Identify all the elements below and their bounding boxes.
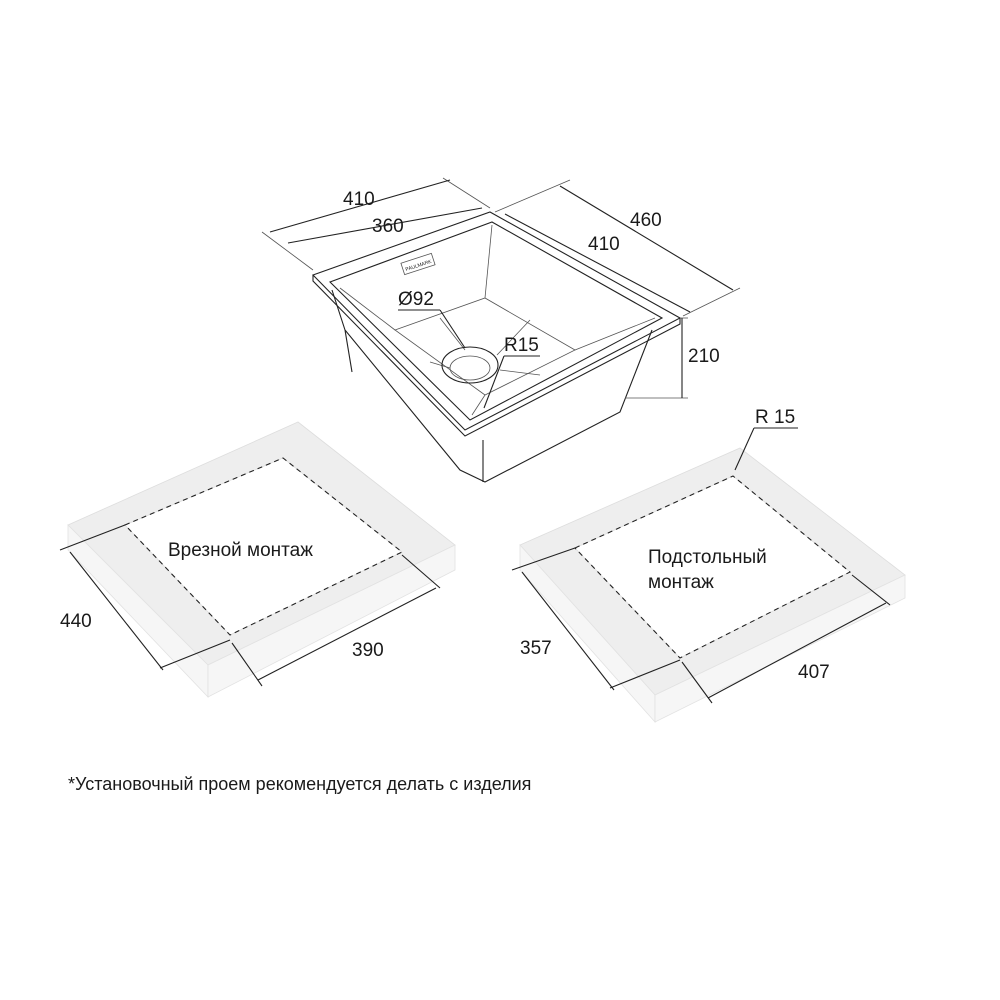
sink-bowl-fold-back: [484, 224, 493, 299]
sink-bowl-slope-3: [499, 369, 541, 376]
dim-line-under-depth: [521, 571, 615, 691]
under-dim-radius: R 15: [755, 407, 795, 428]
ext-line: [159, 639, 231, 669]
ext-line: [682, 287, 741, 317]
dim-line-outer-width: [269, 179, 451, 233]
dim-radius: R15: [504, 335, 539, 356]
ext-line: [609, 659, 681, 689]
sink-bowl-fold-front: [471, 394, 486, 416]
ext-line: [261, 231, 314, 271]
sink-bowl-slope-1: [439, 317, 466, 351]
sink-rim-outer: [312, 211, 682, 431]
ext-line: [442, 177, 491, 209]
sink-bowl-corner: [344, 329, 353, 373]
leader-drain: [439, 309, 466, 349]
dim-outer-depth: 460: [630, 210, 662, 231]
dim-inner-width: 360: [372, 216, 404, 237]
sink-bowl-slope-4: [429, 361, 451, 369]
dim-line-flush-depth: [69, 551, 164, 671]
undermount-cutout: 357 407 R 15 Подстольный монтаж: [511, 407, 906, 724]
dim-line-under-width: [707, 602, 887, 699]
dim-line-outer-depth: [559, 185, 734, 291]
sink-bowl-fold-right: [574, 317, 656, 351]
flush-dim-depth: 440: [60, 611, 92, 632]
flush-mount-cutout: 440 390 Врезной монтаж: [59, 421, 456, 698]
dim-outer-width: 410: [343, 189, 375, 210]
under-dim-depth: 357: [520, 638, 552, 659]
flush-dim-width: 390: [352, 640, 384, 661]
sink-isometric: PAULMARK 410 360 460 410 210 Ø92 R15: [261, 177, 741, 483]
leader-under-radius: [734, 427, 755, 471]
ext-line: [511, 547, 576, 571]
drain-inner: [449, 355, 491, 381]
sink-bowl-slope-2: [496, 319, 531, 356]
ext-line: [851, 574, 891, 606]
footnote: *Установочный проем рекомендуется делать…: [68, 774, 532, 794]
flush-slab-right-face: [207, 544, 456, 698]
sink-bowl-fold-left: [339, 287, 396, 331]
ext-line: [59, 524, 126, 551]
leader-radius: [483, 355, 505, 409]
under-dim-width: 407: [798, 662, 830, 683]
brand-plate: [400, 252, 436, 276]
ext-line: [681, 661, 713, 704]
drain-icon: [441, 346, 499, 384]
sink-rim-edge: [312, 275, 681, 437]
sink-rim-inner: [328, 221, 664, 421]
ext-line: [401, 554, 441, 589]
dim-line-inner-width: [287, 207, 483, 244]
dim-line-inner-depth: [504, 213, 691, 313]
dim-inner-depth: 410: [588, 234, 620, 255]
dim-drain: Ø92: [398, 289, 434, 310]
under-label-line1: Подстольный: [648, 547, 767, 568]
flush-mount-label: Врезной монтаж: [168, 540, 313, 561]
under-label-line2: монтаж: [648, 572, 714, 593]
dim-height: 210: [688, 346, 720, 367]
ext-line: [231, 642, 263, 687]
under-slab-right-face: [654, 574, 906, 723]
dim-line-flush-width: [257, 587, 437, 681]
ext-line: [494, 179, 571, 213]
under-cutout-outline: [574, 475, 852, 659]
